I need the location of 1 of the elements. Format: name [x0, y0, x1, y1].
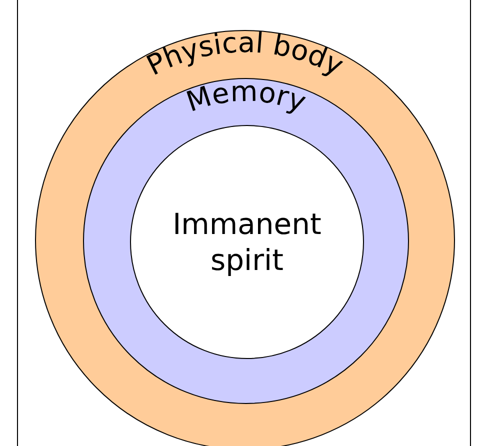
circle-label: Immanent spirit [172, 206, 322, 278]
